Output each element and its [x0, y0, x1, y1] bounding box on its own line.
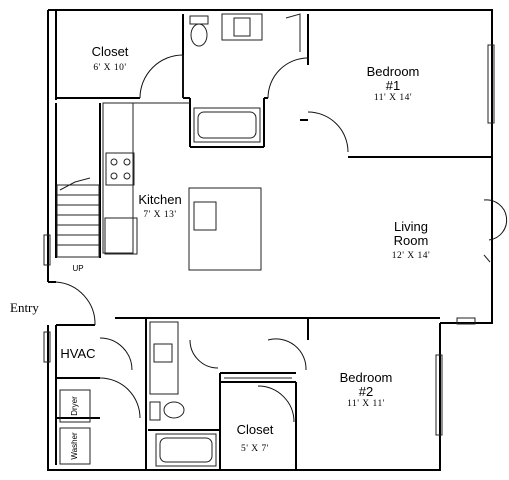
bedroom1-dims: 11' X 14': [374, 93, 412, 103]
closet-top-dims: 6' X 10': [93, 63, 126, 73]
kitchen-name: Kitchen: [138, 192, 181, 207]
room-hvac: HVAC: [60, 346, 95, 361]
closet-bottom-name: Closet: [237, 422, 274, 437]
entry-label: Entry: [10, 300, 39, 315]
room-kitchen: Kitchen 7' X 13': [138, 192, 181, 220]
outer-walls: [47, 9, 493, 471]
bedroom1-name-line1: Bedroom: [367, 64, 420, 79]
room-closet-top: Closet 6' X 10': [92, 44, 129, 73]
bedroom2-dims: 11' X 11': [347, 399, 385, 409]
closet-top-name: Closet: [92, 44, 129, 59]
bedroom2-name-line1: Bedroom: [340, 370, 393, 385]
washer-label: Washer: [70, 432, 79, 460]
living-dims: 12' X 14': [392, 251, 431, 261]
room-bedroom-1: Bedroom #1 11' X 14': [367, 64, 420, 103]
dryer-label: Dryer: [70, 396, 79, 416]
fixtures: [56, 13, 491, 467]
room-living: Living Room 12' X 14': [392, 219, 431, 261]
room-closet-bottom: Closet 5' X 7': [237, 422, 274, 454]
living-name-line2: Room: [394, 233, 429, 248]
room-bedroom-2: Bedroom #2 11' X 11': [340, 370, 393, 409]
windows: [43, 44, 495, 436]
doors: [55, 13, 508, 423]
closet-bottom-dims: 5' X 7': [241, 444, 269, 454]
living-name-line1: Living: [394, 219, 428, 234]
hvac-name: HVAC: [60, 346, 95, 361]
bedroom1-name-line2: #1: [386, 78, 400, 93]
kitchen-dims: 7' X 13': [143, 210, 176, 220]
bedroom2-name-line2: #2: [359, 384, 373, 399]
interior-walls: [55, 14, 492, 470]
stairs-up-label: UP: [72, 264, 83, 273]
